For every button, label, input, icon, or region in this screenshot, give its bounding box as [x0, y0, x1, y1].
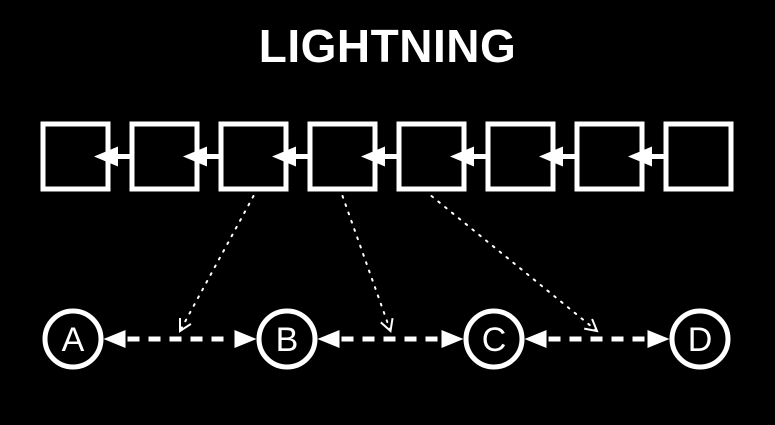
channel-B-C	[317, 330, 464, 348]
block-link-arrowhead-icon	[183, 146, 207, 167]
node-B: B	[256, 308, 318, 370]
anchor-arrowhead-icon	[380, 318, 394, 333]
channel-A-B	[103, 330, 257, 348]
node-C: C	[463, 308, 525, 370]
block-link-arrow-4	[361, 146, 399, 167]
node-circle-A	[42, 308, 104, 370]
block-link-arrow-2	[183, 146, 221, 167]
anchor-dotted-line	[430, 195, 598, 332]
channels-layer: A B C D	[42, 308, 731, 370]
block-link-arrowhead-icon	[361, 146, 385, 167]
block-link-arrow-1	[94, 146, 132, 167]
diagram-title: LIGHTNING	[258, 20, 517, 72]
channel-C-D	[524, 330, 670, 348]
node-A: A	[42, 308, 104, 370]
channel-arrowhead-right-icon	[441, 330, 464, 348]
anchor-arrow-block5-to-C-D	[430, 195, 599, 333]
channel-arrowhead-left-icon	[317, 330, 340, 348]
anchor-arrowhead-icon	[178, 317, 192, 333]
node-circle-B	[256, 308, 318, 370]
anchor-arrowhead-icon	[584, 318, 599, 333]
block-link-arrowhead-icon	[450, 146, 474, 167]
block-link-arrowhead-icon	[628, 146, 652, 167]
anchor-arrow-block4-to-B-C	[341, 195, 394, 333]
node-label-A: A	[62, 321, 85, 359]
node-label-D: D	[688, 321, 713, 359]
block-link-arrowhead-icon	[539, 146, 563, 167]
block-link-arrow-7	[628, 146, 666, 167]
block-link-arrow-5	[450, 146, 488, 167]
channel-arrowhead-left-icon	[103, 330, 126, 348]
node-circle-C	[463, 308, 525, 370]
anchor-arrows-layer	[178, 195, 599, 333]
channel-arrowhead-right-icon	[647, 330, 670, 348]
block-8	[663, 121, 734, 192]
anchor-arrow-block3-to-A-B	[178, 195, 255, 333]
anchor-dotted-line	[179, 195, 255, 332]
node-label-B: B	[276, 321, 299, 359]
node-D: D	[669, 308, 731, 370]
node-circle-D	[669, 308, 731, 370]
block-link-arrow-6	[539, 146, 577, 167]
node-label-C: C	[482, 321, 507, 359]
channel-arrowhead-left-icon	[524, 330, 547, 348]
block-link-arrow-3	[272, 146, 310, 167]
channel-arrowhead-right-icon	[234, 330, 257, 348]
block-link-arrowhead-icon	[94, 146, 118, 167]
blockchain-layer	[40, 121, 734, 192]
block-link-arrowhead-icon	[272, 146, 296, 167]
anchor-dotted-line	[341, 195, 392, 332]
